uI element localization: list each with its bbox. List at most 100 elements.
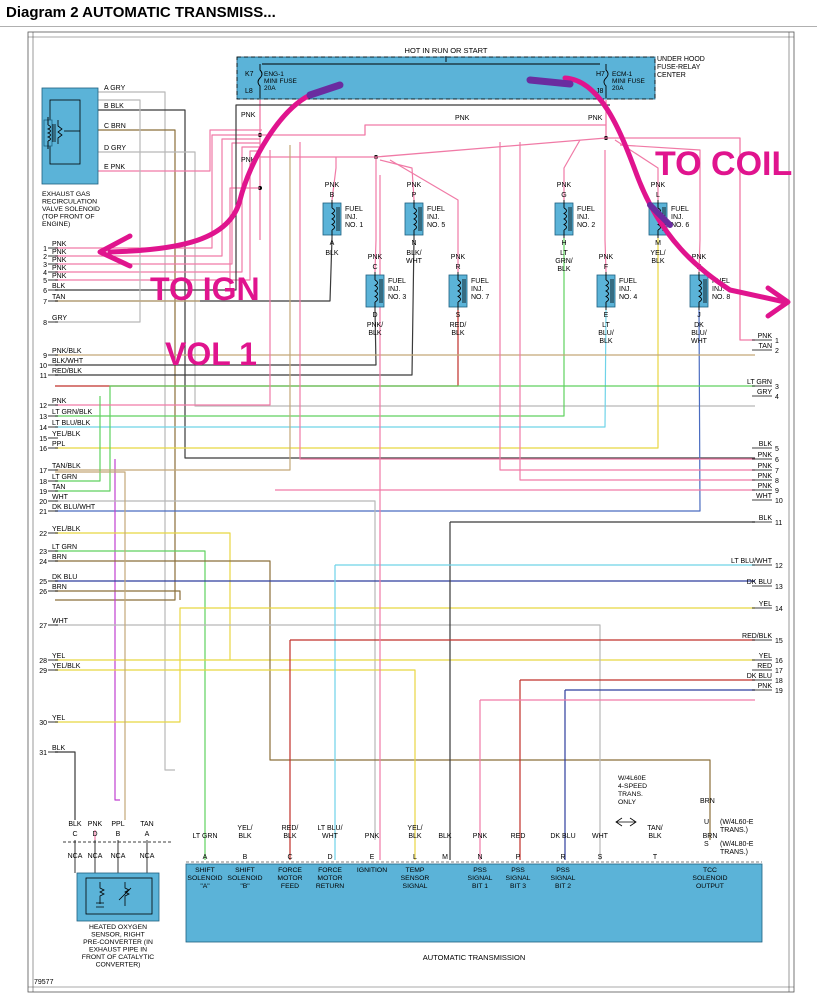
injector-wire-label: BLK <box>557 266 571 273</box>
trans-note: W/4L60E <box>618 775 646 782</box>
left-wire-label: PNK <box>52 241 67 248</box>
left-wire-number: 6 <box>43 288 47 295</box>
wire-injector-feed <box>374 157 377 273</box>
egr-label: ENGINE) <box>42 221 70 228</box>
injector-wire-label: PNK <box>599 254 614 261</box>
right-wire-label: YEL <box>759 653 772 660</box>
o2-pin-wire: PPL <box>111 821 124 828</box>
egr-label: EXHAUST GAS <box>42 191 91 198</box>
egr-label: VALVE SOLENOID <box>42 206 100 213</box>
left-wire-label: LT GRN <box>52 474 77 481</box>
left-wire-label: YEL <box>52 715 65 722</box>
trans-pin-function: SOLENOID <box>187 875 222 882</box>
automatic-transmission-box <box>185 863 763 943</box>
coil-winding <box>563 207 567 231</box>
pin-letter: S <box>704 841 709 848</box>
trans-pin-function: PSS <box>511 867 525 874</box>
left-wire-label: PPL <box>52 441 65 448</box>
wire-injector-feed <box>389 159 459 272</box>
injector-name: NO. 3 <box>388 294 406 301</box>
left-wire-label: LT BLU/BLK <box>52 420 91 427</box>
annotation-stroke <box>562 75 788 305</box>
trans-pin-function: SOLENOID <box>692 875 727 882</box>
trans-pin-wire: BLK <box>408 833 422 840</box>
wire-injector-ground <box>55 309 607 428</box>
wire-injector-ground <box>55 237 415 376</box>
trans-pin-function: PSS <box>556 867 570 874</box>
trans-pin-function: TEMP <box>406 867 425 874</box>
injector-wire-label: BLU/ <box>598 330 614 337</box>
injector-wire-label: PNK/ <box>367 322 383 329</box>
left-wire-number: 28 <box>39 658 47 665</box>
right-wire-label: RED/BLK <box>742 633 772 640</box>
trans-pin-letter: S <box>598 854 603 861</box>
o2-pin-letter: A <box>145 831 150 838</box>
egr-pin-label: A GRY <box>104 85 126 92</box>
left-wire-label: PNK <box>52 257 67 264</box>
left-wire-number: 27 <box>39 623 47 630</box>
right-wire-label: PNK <box>758 683 773 690</box>
left-wire-label: YEL <box>52 653 65 660</box>
trans-pin-function: SOLENOID <box>227 875 262 882</box>
annotation-stroke <box>647 202 673 228</box>
left-wire-label: BRN <box>52 584 67 591</box>
left-wire-number: 7 <box>43 299 47 306</box>
o2-sensor-label: SENSOR, RIGHT <box>91 932 145 939</box>
injector-wire-label: GRN/ <box>555 258 573 265</box>
injector-wire-label: LT <box>560 250 568 257</box>
injector-name: FUEL <box>345 206 363 213</box>
o2-pin-wire: BLK <box>68 821 82 828</box>
injector-pin: H <box>561 240 566 247</box>
injector-pin: F <box>604 264 608 271</box>
right-wire-label: DK BLU <box>747 579 772 586</box>
trans-pin-function: "B" <box>240 883 250 890</box>
right-wire-label: PNK <box>758 483 773 490</box>
injector-name: NO. 5 <box>427 222 445 229</box>
injector-pin: N <box>411 240 416 247</box>
right-wire-label: PNK <box>758 452 773 459</box>
trans-pin-wire: RED/ <box>282 825 299 832</box>
annotation-arrowhead <box>97 233 133 269</box>
left-wire-label: BLK/WHT <box>52 358 84 365</box>
o2-pin-letter: B <box>116 831 121 838</box>
trans-pin-wire: RED <box>511 833 526 840</box>
left-wire-number: 4 <box>43 270 47 277</box>
left-wire-number: 26 <box>39 589 47 596</box>
injector-wire-label: PNK <box>368 254 383 261</box>
injector-wire-label: YEL/ <box>650 250 665 257</box>
trans-note: ONLY <box>618 799 636 806</box>
annotation-stroke <box>526 76 574 88</box>
left-wire-label: YEL/BLK <box>52 431 81 438</box>
trans-pin-letter: D <box>327 854 332 861</box>
trans-pin-wire: WHT <box>322 833 339 840</box>
left-wire-label: PNK <box>52 265 67 272</box>
o2-pin-wire: TAN <box>140 821 153 828</box>
injector-pin: D <box>372 312 377 319</box>
left-wire-number: 12 <box>39 403 47 410</box>
wire-injector-ground <box>55 309 701 512</box>
title-divider <box>0 26 817 27</box>
o2-element <box>118 882 132 906</box>
fuse-pin: K7 <box>245 71 254 78</box>
injector-pin: G <box>561 192 566 199</box>
injector-name: NO. 2 <box>577 222 595 229</box>
trans-pin-letter: R <box>560 854 565 861</box>
injector-pin: L <box>656 192 660 199</box>
trans-pin-function: SHIFT <box>195 867 215 874</box>
wire-label: PNK <box>588 115 603 122</box>
wire-injector-feed <box>563 139 581 200</box>
injector-wire-label: BLK <box>368 330 382 337</box>
right-wire-number: 6 <box>775 457 779 464</box>
wire-left-18 <box>55 396 101 482</box>
injector-wire-label: BLK <box>599 338 613 345</box>
injector-name: INJ. <box>471 286 484 293</box>
left-wire-label: PNK <box>52 249 67 256</box>
injector-pin: S <box>456 312 461 319</box>
wire-egr-d <box>98 151 755 407</box>
injector-pin: J <box>697 312 701 319</box>
wire-egr-b <box>98 109 755 459</box>
wire-left-8 <box>55 99 141 323</box>
wire-right-6 <box>299 142 755 460</box>
trans-pin-wire: BLK <box>438 833 452 840</box>
left-wire-number: 21 <box>39 509 47 516</box>
